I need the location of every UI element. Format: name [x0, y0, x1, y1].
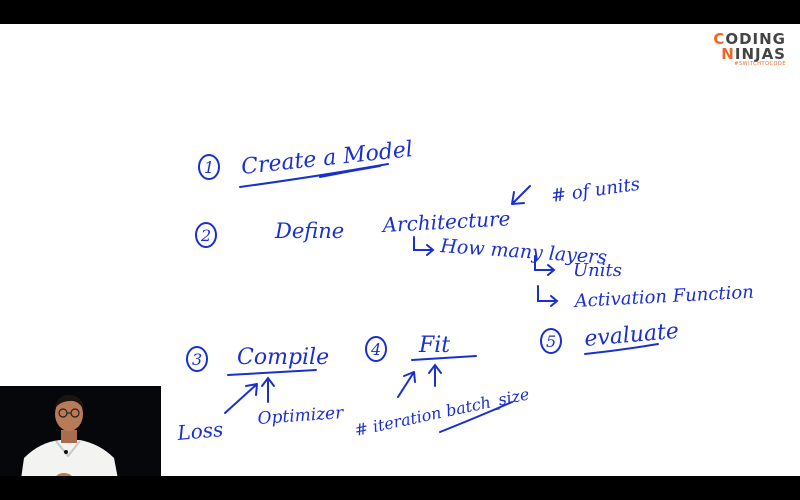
whiteboard: 1 Create a Model 2 Define Architecture #…	[175, 137, 754, 445]
logo-tagline: #SWITCHTOCODE	[734, 61, 786, 67]
logo-line-1: CODING	[713, 30, 786, 48]
step-text-define: Define	[274, 219, 344, 243]
arrow-loss	[224, 383, 258, 414]
step-circle-1	[198, 154, 220, 180]
step-circle-2	[195, 222, 217, 248]
text-optimizer: Optimizer	[257, 403, 345, 429]
text-units: Units	[573, 260, 622, 281]
presenter-webcam	[0, 386, 161, 476]
arrow-batch	[428, 363, 442, 387]
step-number-4: 4	[370, 340, 381, 359]
step-text-fit: Fit	[418, 333, 450, 358]
underline-evaluate	[584, 343, 659, 355]
l-arrow-activation	[537, 285, 559, 307]
arrow-architecture	[511, 185, 531, 205]
underline-compile	[227, 369, 317, 376]
step-number-2: 2	[200, 226, 211, 245]
step-circle-4	[365, 336, 387, 362]
text-architecture: Architecture	[380, 206, 511, 237]
text-num-units: # of units	[550, 174, 641, 207]
text-loss: Loss	[175, 417, 224, 445]
underline-batch-size	[439, 401, 513, 433]
step-number-3: 3	[192, 350, 202, 369]
l-arrow-layers	[413, 236, 435, 256]
l-arrow-units	[534, 255, 556, 276]
coding-ninjas-logo: CODING NINJAS #SWITCHTOCODE	[713, 32, 786, 67]
step-circle-3	[186, 346, 208, 372]
step-text-compile: Compile	[237, 345, 329, 370]
presenter-figure	[0, 386, 161, 476]
logo-line-2: NINJAS	[721, 45, 786, 63]
text-activation-function: Activation Function	[572, 282, 754, 312]
arrow-optimizer	[261, 376, 275, 403]
step-number-1: 1	[204, 158, 214, 177]
step-text-evaluate: evaluate	[583, 319, 680, 352]
step-circle-5	[540, 328, 562, 354]
video-frame: 1 Create a Model 2 Define Architecture #…	[0, 24, 800, 476]
underline-fit	[411, 355, 477, 361]
step-number-5: 5	[546, 332, 556, 351]
arrow-iteration	[397, 371, 416, 398]
